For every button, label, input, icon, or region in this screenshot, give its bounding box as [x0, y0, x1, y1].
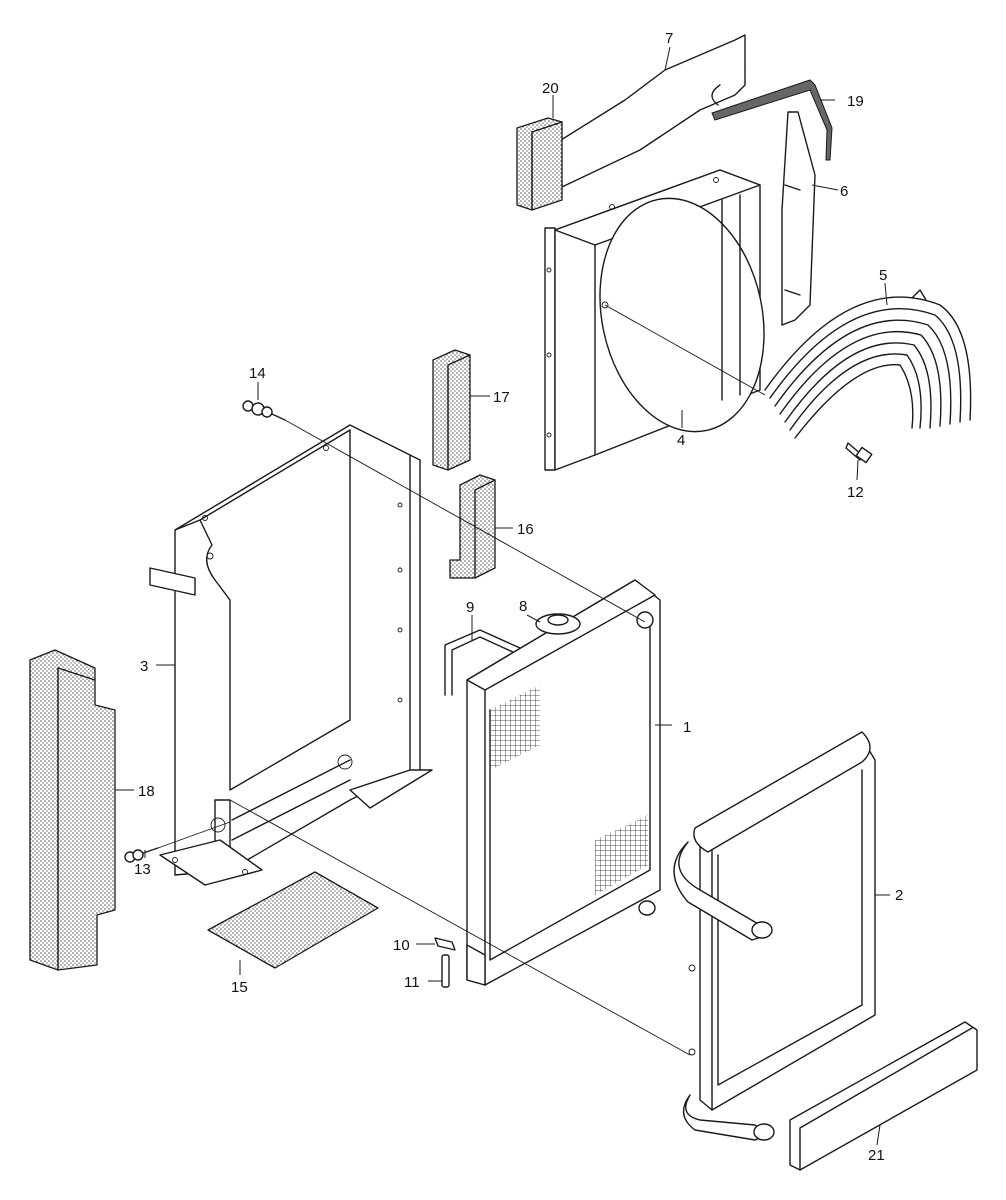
callout-14: 14	[249, 365, 266, 382]
leader-lines	[115, 46, 890, 1146]
part-19-hose	[711, 79, 833, 161]
callout-8: 8	[519, 598, 527, 615]
callout-18: 18	[138, 783, 155, 800]
part-21-foam-strip	[789, 1021, 978, 1171]
callout-1: 1	[683, 719, 691, 736]
callout-9: 9	[466, 599, 474, 616]
callout-20: 20	[542, 80, 559, 97]
callout-5: 5	[879, 267, 887, 284]
part-17-foam-block	[432, 349, 471, 471]
part-10-fitting	[434, 937, 456, 951]
callout-3: 3	[140, 658, 148, 675]
callout-7: 7	[665, 30, 673, 47]
part-6-side-bracket	[781, 111, 816, 326]
part-18-foam-tall	[29, 649, 116, 971]
callout-10: 10	[393, 937, 410, 954]
callout-21: 21	[868, 1147, 885, 1164]
callout-11: 11	[404, 974, 420, 991]
part-5-fan-guard	[764, 289, 972, 439]
callout-19: 19	[847, 93, 864, 110]
callout-2: 2	[895, 887, 903, 904]
part-9-pipe	[444, 629, 521, 696]
callout-4: 4	[677, 432, 685, 449]
part-3-frame	[149, 424, 433, 886]
part-12-bolt	[845, 442, 873, 464]
callout-13: 13	[134, 861, 151, 878]
part-15-pad	[207, 871, 379, 969]
part-7-shroud-plate	[544, 34, 746, 196]
callout-16: 16	[517, 521, 534, 538]
part-13-bolt	[124, 847, 159, 863]
part-14-bolt	[242, 400, 286, 421]
callout-labels: 1 2 3 4 5 6 7 8 9 10 11 12 13 14 15 16 1…	[134, 30, 903, 1164]
callout-12: 12	[847, 484, 864, 501]
callout-15: 15	[231, 979, 248, 996]
callout-6: 6	[840, 183, 848, 200]
part-20-foam-block	[516, 117, 563, 211]
part-11-pin	[441, 954, 450, 988]
part-1-radiator	[466, 579, 661, 986]
part-4-fan-shroud	[544, 169, 765, 471]
callout-17: 17	[493, 389, 510, 406]
part-16-foam-block	[449, 474, 496, 579]
assembly-lines	[157, 304, 766, 1056]
part-2-cooler	[673, 731, 876, 1141]
